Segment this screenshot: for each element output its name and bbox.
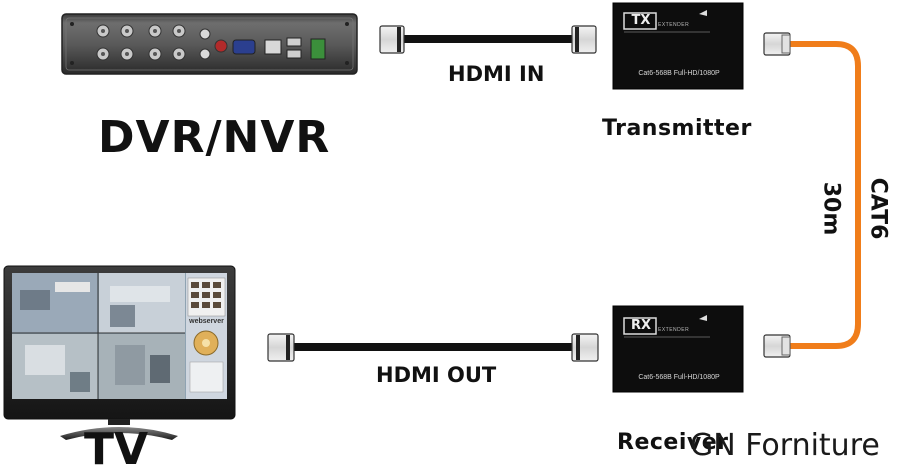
tv-label: TV <box>84 424 149 475</box>
receiver-label: Receiver <box>617 430 729 455</box>
hdmi-in-label: HDMI IN <box>448 62 545 86</box>
hdmi-in-cable <box>379 25 597 54</box>
dvr-device <box>61 13 358 75</box>
tx-badge-sub: EXTENDER <box>658 22 690 28</box>
rx-badge: RX <box>630 318 652 333</box>
cable-length-label: 30m <box>818 181 844 236</box>
tx-badge: TX <box>631 13 651 28</box>
cat6-cable <box>763 32 861 358</box>
dvr-nvr-label: DVR/NVR <box>98 112 331 163</box>
watermark-text: GN Forniture <box>690 428 880 463</box>
tv-panel-title: webserver <box>189 318 224 325</box>
tx-extender-box <box>612 2 744 90</box>
rx-extender-box <box>612 305 744 393</box>
tx-spec-text: Cat6-568B Full-HD/1080P <box>638 70 720 77</box>
transmitter-label: Transmitter <box>602 116 752 141</box>
hdmi-out-cable <box>267 333 599 362</box>
hdmi-out-label: HDMI OUT <box>376 363 497 387</box>
cat6-label: CAT6 <box>865 177 891 240</box>
tv-device <box>3 265 236 440</box>
rx-spec-text: Cat6-568B Full-HD/1080P <box>638 374 720 381</box>
rx-badge-sub: EXTENDER <box>658 327 690 333</box>
